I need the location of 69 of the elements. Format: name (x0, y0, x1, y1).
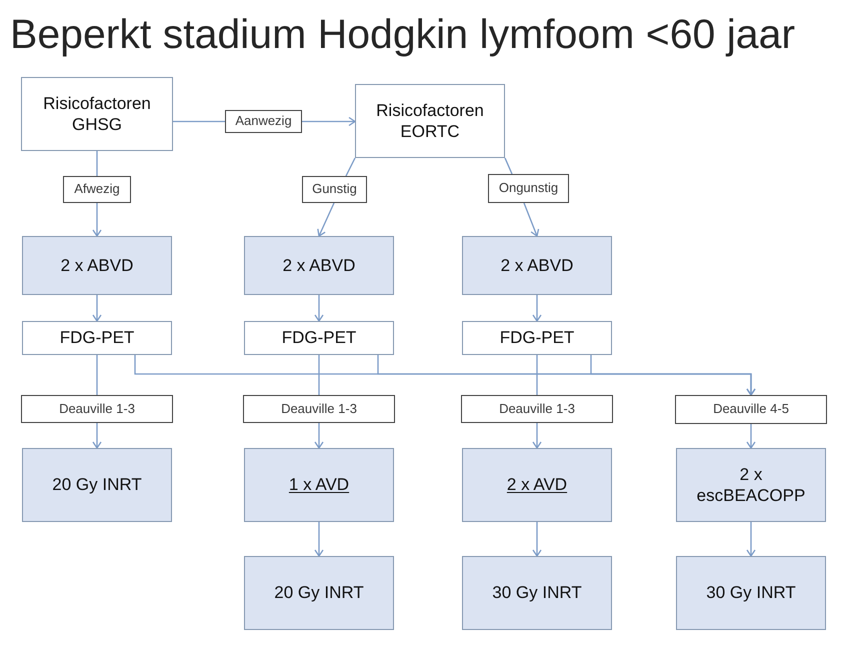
treatment-label: 2 x ABVD (500, 254, 574, 276)
process-box (462, 321, 612, 355)
arrow (92, 295, 102, 322)
process-box (21, 77, 173, 151)
treatment-label: 2 x escBEACOPP (696, 464, 806, 506)
treatment-box (462, 236, 612, 295)
connector-line (96, 151, 98, 176)
step-label: Risicofactoren EORTC (375, 100, 485, 142)
arrow (746, 424, 756, 449)
connector-line (504, 158, 513, 174)
condition-label: Ongunstig (498, 180, 558, 197)
treatment-label: 2 x ABVD (60, 254, 134, 276)
condition-box (488, 174, 569, 203)
arrow (590, 355, 756, 396)
arrow (92, 423, 102, 449)
treatment-box (462, 448, 612, 522)
treatment-box (22, 236, 172, 295)
treatment-box (462, 556, 612, 630)
treatment-label: 30 Gy INRT (706, 582, 796, 604)
connector-line (345, 158, 356, 176)
process-box (22, 321, 172, 355)
treatment-label: 1 x AVD (288, 474, 350, 496)
arrow (302, 116, 356, 126)
condition-label: Aanwezig (235, 113, 292, 130)
treatment-label: 2 x ABVD (282, 254, 356, 276)
condition-label: Deauville 1-3 (281, 400, 357, 418)
connector-line (318, 355, 320, 395)
condition-box (243, 395, 395, 423)
treatment-box (676, 448, 826, 522)
condition-box (21, 395, 173, 423)
treatment-box (22, 448, 172, 522)
treatment-box (244, 236, 394, 295)
step-label: FDG-PET (60, 327, 134, 349)
arrow (314, 423, 324, 449)
process-box (244, 321, 394, 355)
arrow (92, 203, 102, 237)
arrow (532, 522, 542, 557)
condition-label: Afwezig (74, 181, 120, 198)
treatment-label: 30 Gy INRT (492, 582, 582, 604)
condition-box (302, 176, 367, 203)
treatment-box (676, 556, 826, 630)
arrow (317, 202, 335, 237)
arrow (314, 522, 324, 557)
step-label: FDG-PET (500, 327, 574, 349)
connector-line (173, 120, 225, 122)
process-box (355, 84, 505, 158)
condition-label: Deauville 4-5 (713, 401, 789, 418)
step-label: FDG-PET (282, 327, 356, 349)
condition-box (225, 110, 302, 133)
connector-line (96, 355, 98, 395)
arrow (532, 423, 542, 449)
arrow (746, 522, 756, 557)
treatment-box (244, 448, 394, 522)
condition-box (63, 176, 131, 203)
arrow (523, 202, 540, 237)
title: Beperkt stadium Hodgkin lymfoom <60 jaar (10, 14, 796, 55)
treatment-label: 20 Gy INRT (274, 582, 364, 604)
treatment-box (244, 556, 394, 630)
condition-label: Gunstig (312, 181, 357, 198)
treatment-label: 2 x AVD (506, 474, 568, 496)
condition-box (461, 395, 613, 423)
arrow (532, 295, 542, 322)
condition-label: Deauville 1-3 (59, 400, 135, 418)
condition-label: Deauville 1-3 (499, 400, 575, 418)
step-label: Risicofactoren GHSG (42, 92, 152, 136)
treatment-label: 20 Gy INRT (52, 474, 142, 496)
connector-line (536, 355, 538, 395)
condition-box (675, 395, 827, 424)
arrow (314, 295, 324, 322)
